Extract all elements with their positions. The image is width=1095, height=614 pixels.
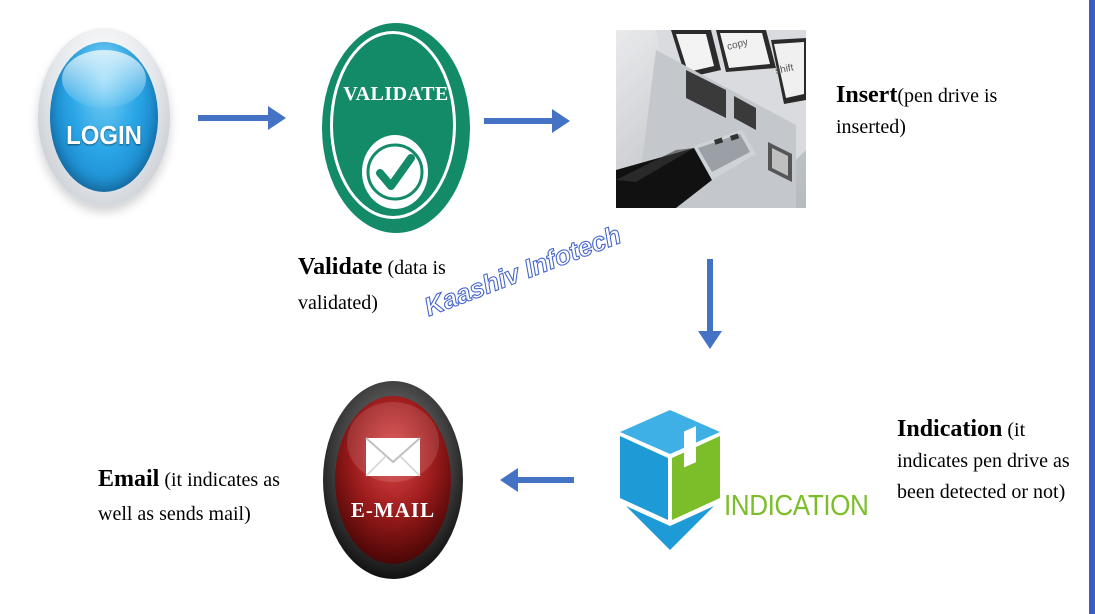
insert-caption: Insert(pen drive is inserted) — [836, 80, 997, 143]
insert-caption-line2: inserted) — [836, 116, 906, 138]
email-caption-line2: well as sends mail) — [98, 503, 251, 525]
email-badge-icon — [323, 381, 463, 579]
indication-caption: Indication (it indicates pen drive as be… — [897, 414, 1070, 508]
validate-badge-label: VALIDATE — [343, 83, 449, 105]
usb-insert-photo: copy shift — [616, 30, 806, 208]
email-caption-title: Email — [98, 466, 160, 492]
arrow-insert-to-indication — [698, 259, 722, 349]
frame-border — [1089, 0, 1095, 614]
checkmark-icon — [366, 143, 424, 201]
key-copy-label: copy — [726, 37, 749, 53]
login-button[interactable]: LOGIN — [30, 28, 180, 218]
validate-caption-line2: validated) — [298, 292, 378, 314]
insert-caption-line1: (pen drive is — [897, 85, 998, 107]
indication-caption-line3: been detected or not) — [897, 481, 1066, 503]
usb-drive-icon: copy shift — [616, 30, 806, 208]
validate-badge: VALIDATE — [322, 23, 470, 233]
arrow-login-to-validate — [198, 106, 286, 130]
arrow-indication-to-email — [500, 468, 574, 492]
login-button-shine — [62, 50, 146, 108]
key-shift-label: shift — [774, 62, 794, 77]
email-badge-label: E-MAIL — [350, 498, 436, 522]
indication-logo-cube — [620, 410, 730, 550]
indication-caption-line2: indicates pen drive as — [897, 450, 1070, 472]
watermark-text: Kaashiv Infotech — [420, 219, 626, 323]
validate-badge-ring — [330, 31, 456, 219]
email-caption: Email (it indicates as well as sends mai… — [98, 462, 280, 531]
validate-caption: Validate (data is validated) — [298, 250, 446, 321]
indication-caption-line1: (it — [1002, 419, 1026, 441]
validate-caption-title: Validate — [298, 254, 383, 280]
indication-caption-title: Indication — [897, 416, 1003, 442]
login-label: LOGIN — [66, 120, 142, 150]
validate-caption-line1: (data is — [382, 257, 446, 279]
checkmark-circle — [362, 135, 428, 209]
email-caption-line1: (it indicates as — [159, 469, 280, 491]
cube-icon — [620, 410, 720, 550]
email-button[interactable]: E-MAIL — [322, 380, 464, 580]
insert-caption-title: Insert — [836, 82, 898, 108]
indication-logo-label: INDICATION — [724, 490, 869, 522]
arrow-validate-to-insert — [484, 109, 570, 133]
